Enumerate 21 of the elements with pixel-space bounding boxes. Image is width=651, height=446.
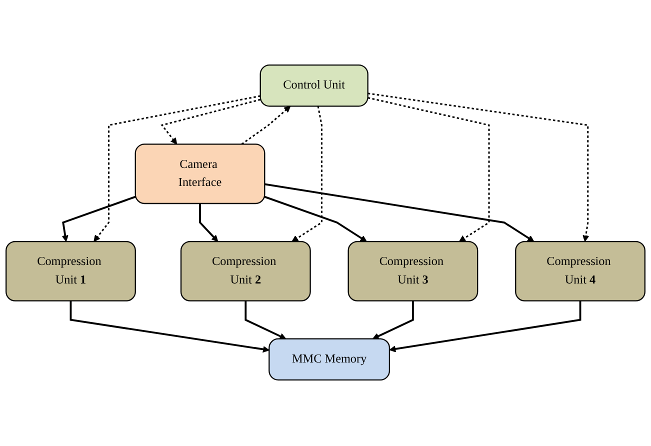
arrow (264, 184, 534, 242)
arrow (160, 99, 261, 145)
node-box: Control Unit (260, 65, 368, 108)
node-box: Compression Unit 4 (515, 241, 646, 302)
arrow (389, 301, 582, 353)
arrow (199, 204, 218, 242)
arrow (70, 301, 270, 354)
node-box: Camera Interface (134, 144, 266, 205)
node-box: MMC Memory (268, 338, 390, 381)
arrow (244, 301, 286, 340)
node-box: Compression Unit 3 (348, 241, 478, 302)
arrow (372, 301, 414, 340)
arrow (292, 106, 322, 242)
node-box: Compression Unit 2 (180, 241, 311, 302)
arrow (264, 196, 367, 242)
arrow (62, 196, 136, 242)
arrow (368, 98, 490, 242)
node-box: Compression Unit 1 (6, 241, 136, 302)
arrow (94, 96, 260, 242)
arrow (241, 106, 291, 146)
arrow (368, 93, 590, 242)
